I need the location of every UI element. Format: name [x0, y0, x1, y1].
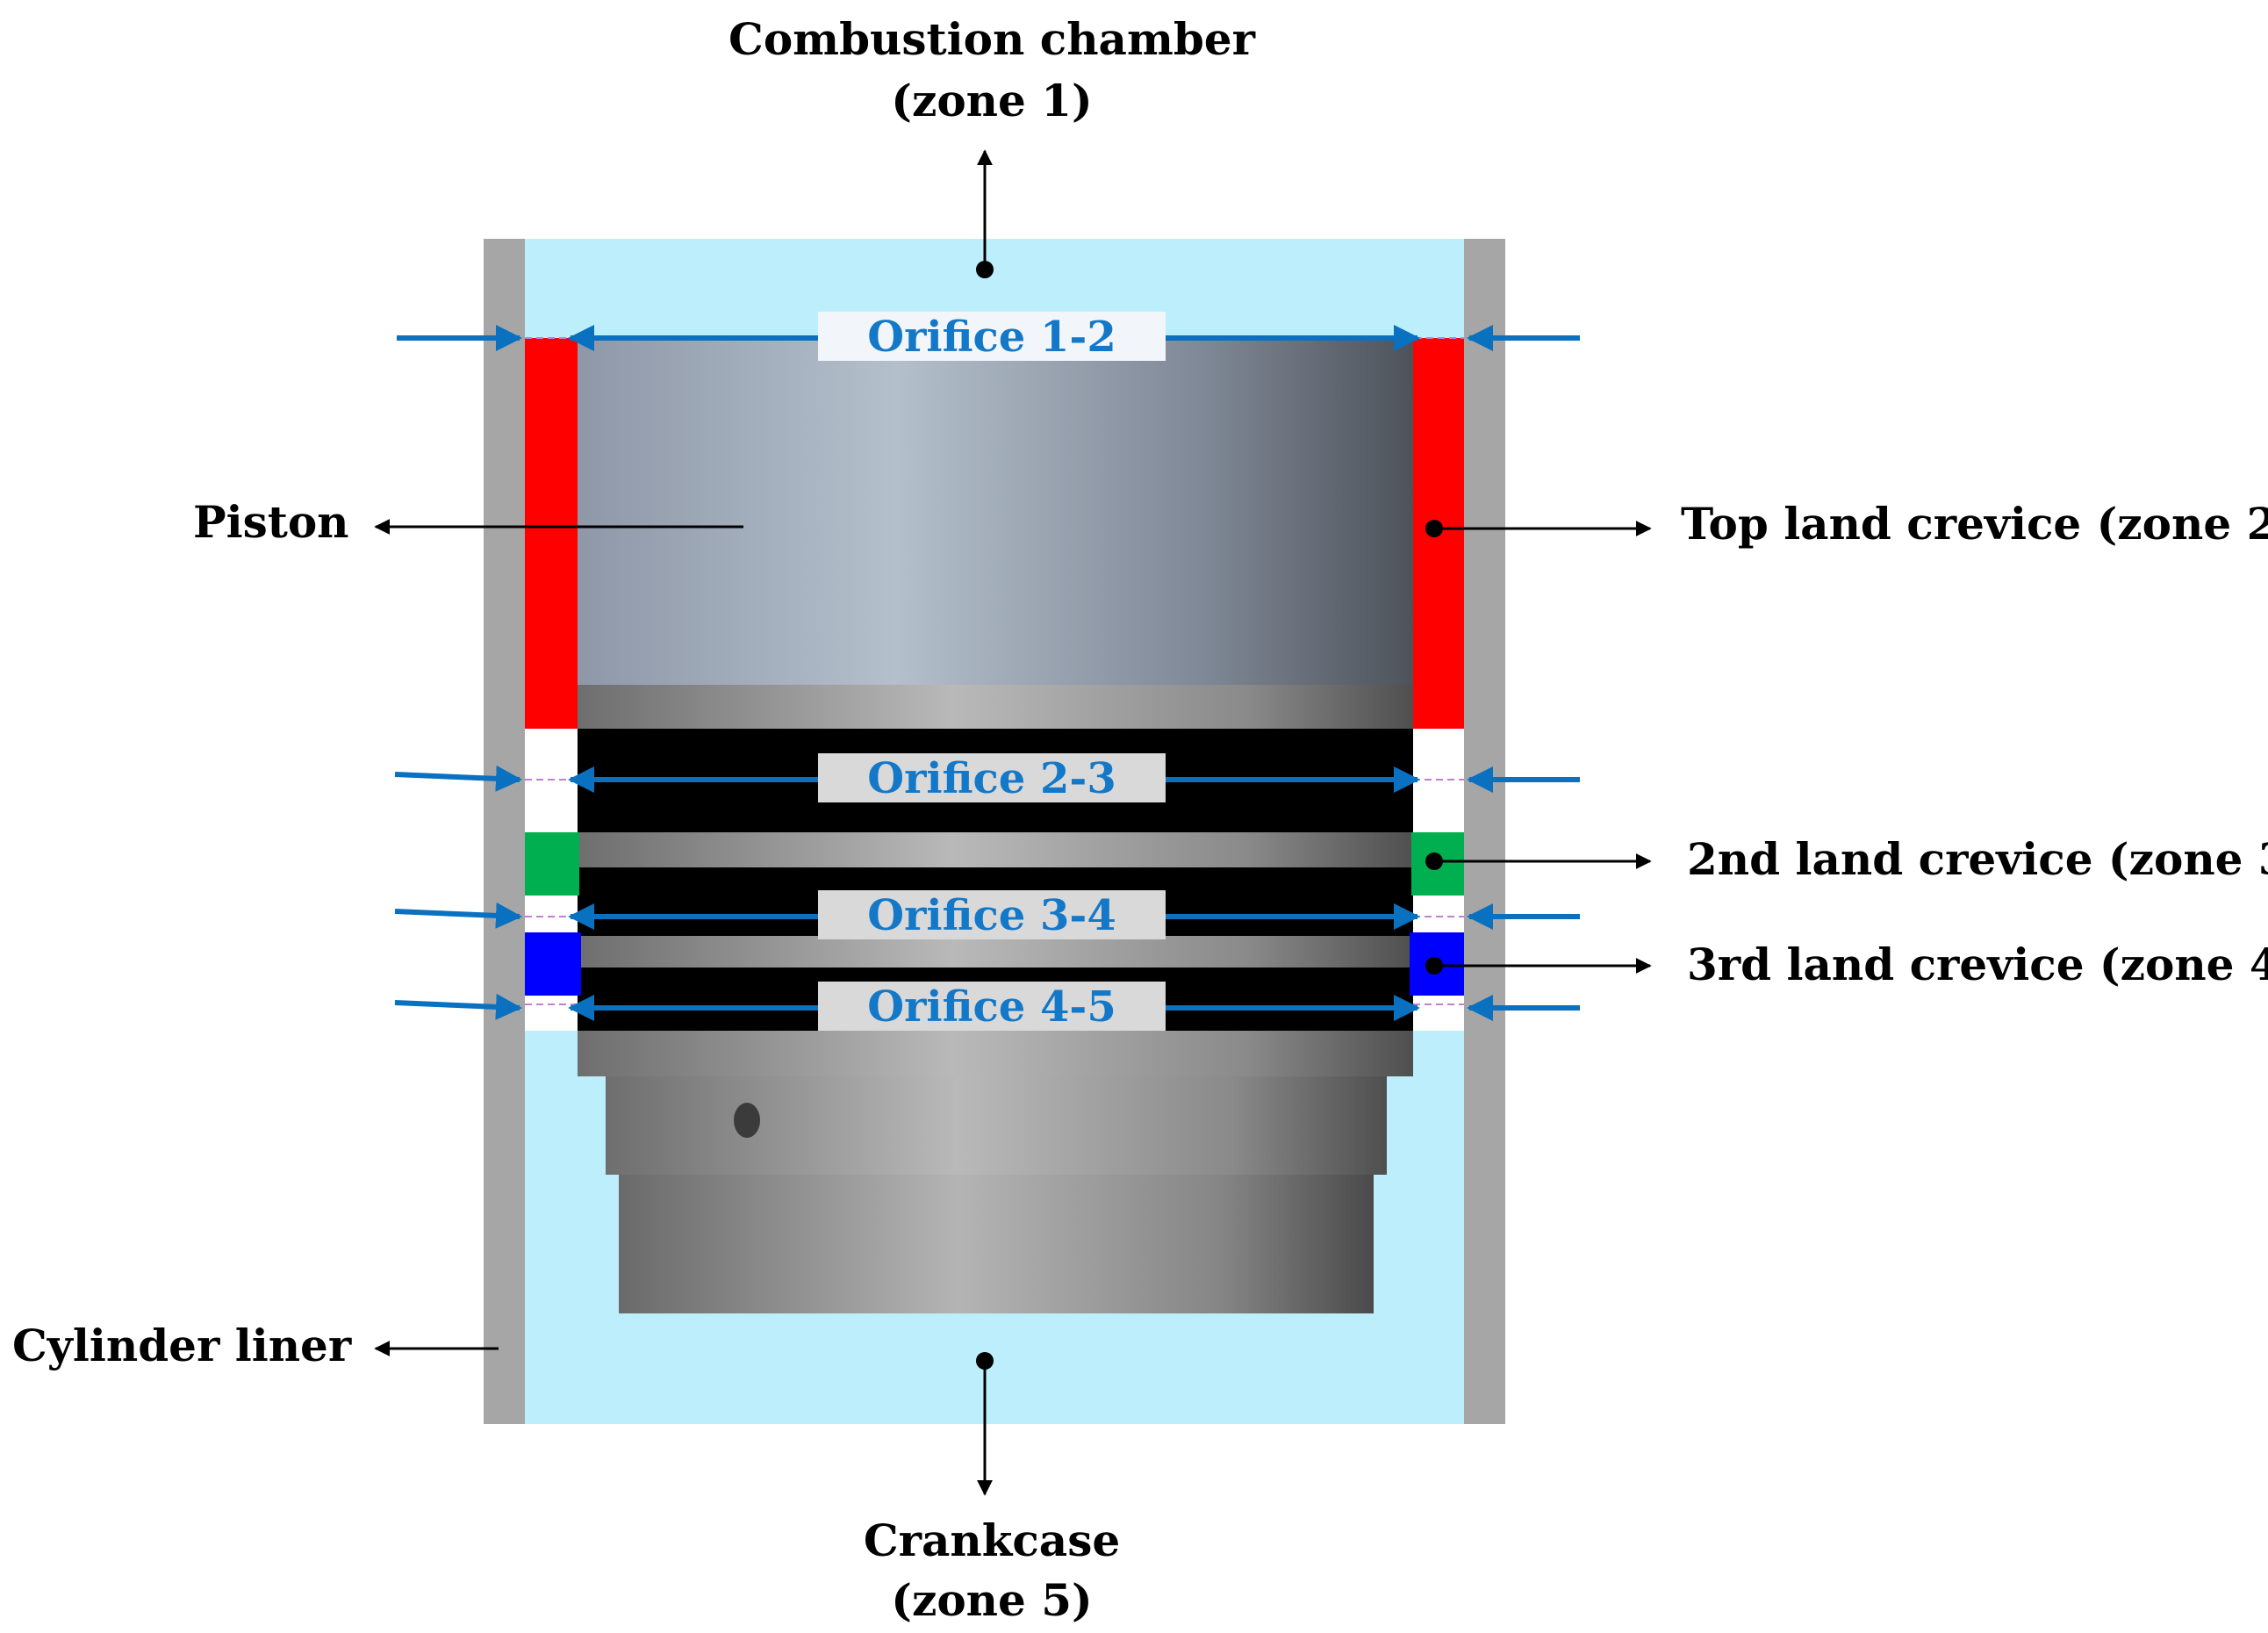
zone4-crevice-left [525, 932, 581, 996]
leader-dots [976, 261, 1443, 1370]
pin-hole [734, 1103, 760, 1138]
second-land-crevice-label: 2nd land crevice (zone 3) [1687, 833, 2268, 885]
combustion-zone-label: (zone 1) [891, 75, 1092, 126]
orifice-3-4-label: Orifice 3-4 [867, 891, 1116, 940]
piston-land-4 [578, 1031, 1413, 1076]
cylinder-liner-right [1464, 239, 1505, 1424]
orifice-4-5-label: Orifice 4-5 [867, 982, 1116, 1032]
cylinder-liner-left [484, 239, 525, 1424]
gap-4-5-right [1413, 996, 1464, 1031]
piston-skirt-lower [619, 1175, 1374, 1313]
orifice-2-3: Orifice 2-3 [568, 753, 1420, 803]
piston-land-3 [578, 936, 1413, 968]
orifice-1-2-label: Orifice 1-2 [867, 313, 1116, 362]
orifice-4-5: Orifice 4-5 [568, 982, 1420, 1032]
outer-orifice-arrows [394, 325, 1580, 1021]
piston-skirt-upper [606, 1076, 1387, 1175]
orifice-3-4: Orifice 3-4 [568, 890, 1420, 940]
gap-3-4-left [525, 896, 578, 932]
piston-crown [578, 338, 1413, 689]
piston-label: Piston [193, 496, 349, 548]
crankcase-zone-label: (zone 5) [891, 1574, 1092, 1626]
orifice-2-3-label: Orifice 2-3 [867, 754, 1116, 803]
zone2-crevice-left [525, 338, 578, 729]
combustion-chamber-label: Combustion chamber [728, 13, 1256, 65]
piston-land-1 [578, 685, 1413, 729]
top-land-crevice-label: Top land crevice (zone 2) [1681, 498, 2268, 550]
piston-land-2 [578, 832, 1413, 867]
cylinder-liner-label: Cylinder liner [12, 1320, 352, 1371]
gap-4-5-left [525, 996, 578, 1031]
third-land-crevice-label: 3rd land crevice (zone 4) [1687, 939, 2268, 990]
gap-3-4-right [1413, 896, 1464, 932]
crankcase-label: Crankcase [864, 1514, 1120, 1566]
zone3-crevice-left [525, 832, 579, 896]
leader-lines [374, 149, 1652, 1496]
orifice-1-2: Orifice 1-2 [568, 312, 1420, 362]
